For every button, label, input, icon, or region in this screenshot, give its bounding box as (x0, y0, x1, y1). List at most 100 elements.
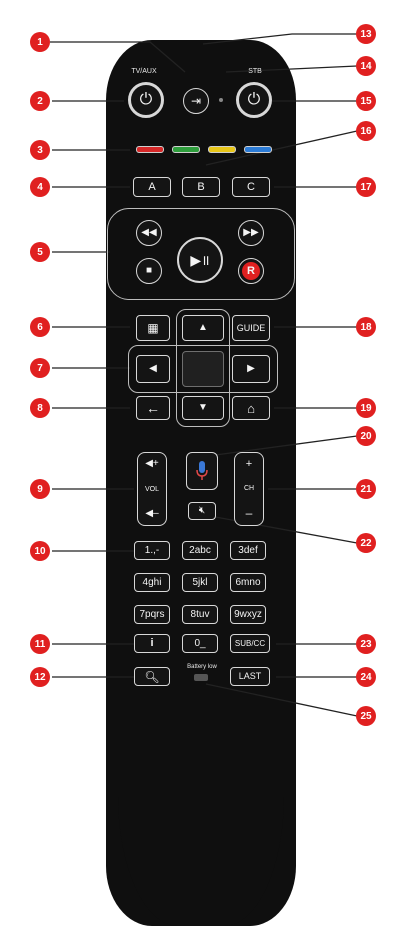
callout-16: 16 (356, 121, 376, 141)
menu-button[interactable]: ▦ (136, 315, 170, 341)
callout-10: 10 (30, 541, 50, 561)
numpad-key-2[interactable]: 2abc (182, 541, 218, 560)
red-button[interactable] (136, 146, 164, 153)
callout-7: 7 (30, 358, 50, 378)
power-icon: ⏻ (247, 91, 261, 108)
c-button[interactable]: C (232, 177, 270, 197)
home-icon: ⌂ (247, 400, 255, 416)
callout-21: 21 (356, 479, 376, 499)
numpad-key-3[interactable]: 3def (230, 541, 266, 560)
callout-3: 3 (30, 140, 50, 160)
callout-6: 6 (30, 317, 50, 337)
numpad-key-4[interactable]: 4ghi (134, 573, 170, 592)
record-icon: R (242, 262, 260, 280)
dpad-horizontal-ring (128, 345, 278, 393)
numpad-key-8[interactable]: 8tuv (182, 605, 218, 624)
stb-label: STB (248, 68, 262, 75)
fast-forward-icon: ▶▶ (243, 227, 259, 238)
power-icon: ⏻ (139, 91, 153, 108)
input-button[interactable]: ⇥ (183, 88, 209, 114)
play-pause-icon: ▶॥ (190, 252, 210, 268)
mute-button[interactable]: 🔇︎ (188, 502, 216, 520)
yellow-button[interactable] (208, 146, 236, 153)
left-button[interactable]: ◀ (136, 355, 170, 383)
stb-power-button[interactable]: ⏻ (236, 82, 272, 118)
last-button[interactable]: LAST (230, 667, 270, 686)
callout-19: 19 (356, 398, 376, 418)
callout-11: 11 (30, 634, 50, 654)
search-button[interactable]: 🔍︎ (134, 667, 170, 686)
indicator-led (219, 98, 223, 102)
info-button[interactable]: i (134, 634, 170, 653)
fast-forward-button[interactable]: ▶▶ (238, 220, 264, 246)
callout-9: 9 (30, 479, 50, 499)
back-arrow-icon: ← (146, 400, 160, 416)
voice-button[interactable] (186, 452, 218, 490)
home-button[interactable]: ⌂ (232, 396, 270, 420)
stop-icon: ■ (145, 265, 153, 276)
rewind-icon: ◀◀ (141, 227, 157, 238)
subtitle-cc-button[interactable]: SUB/CC (230, 634, 270, 653)
callout-5: 5 (30, 242, 50, 262)
channel-up-icon: + (245, 458, 253, 470)
callout-4: 4 (30, 177, 50, 197)
vol-label: VOL (144, 485, 159, 493)
callout-23: 23 (356, 634, 376, 654)
mute-icon: 🔇︎ (198, 505, 206, 516)
callout-2: 2 (30, 91, 50, 111)
callout-15: 15 (356, 91, 376, 111)
callout-20: 20 (356, 426, 376, 446)
up-button[interactable]: ▲ (182, 315, 224, 341)
numpad-key-9[interactable]: 9wxyz (230, 605, 266, 624)
numpad-key-6[interactable]: 6mno (230, 573, 266, 592)
play-pause-button[interactable]: ▶॥ (177, 237, 223, 283)
numpad-key-5[interactable]: 5jkl (182, 573, 218, 592)
numpad-key-7[interactable]: 7pqrs (134, 605, 170, 624)
record-button[interactable]: R (238, 258, 264, 284)
channel-down-icon: – (245, 506, 253, 520)
green-button[interactable] (172, 146, 200, 153)
arrow-left-icon: ◀ (149, 363, 157, 374)
ch-label: CH (243, 485, 255, 492)
rewind-button[interactable]: ◀◀ (136, 220, 162, 246)
grid-icon: ▦ (147, 321, 159, 335)
volume-up-icon: ◀+ (145, 458, 159, 469)
transport-cluster (107, 208, 295, 300)
callout-24: 24 (356, 667, 376, 687)
right-button[interactable]: ▶ (232, 355, 270, 383)
search-icon: 🔍︎ (144, 669, 160, 684)
tv-aux-power-button[interactable]: ⏻ (128, 82, 164, 118)
battery-indicator (194, 674, 208, 681)
dpad-vertical-ring (176, 309, 230, 427)
volume-down-icon: ◀– (145, 508, 159, 519)
callout-14: 14 (356, 56, 376, 76)
battery-low-label: Battery low (187, 664, 217, 670)
ok-button[interactable] (182, 351, 224, 387)
callout-8: 8 (30, 398, 50, 418)
channel-rocker[interactable]: + CH – (234, 452, 264, 526)
blue-button[interactable] (244, 146, 272, 153)
b-button[interactable]: B (182, 177, 220, 197)
back-button[interactable]: ← (136, 396, 170, 420)
callout-25: 25 (356, 706, 376, 726)
down-button[interactable]: ▼ (182, 396, 224, 420)
volume-rocker[interactable]: ◀+ VOL ◀– (137, 452, 167, 526)
callout-17: 17 (356, 177, 376, 197)
guide-button[interactable]: GUIDE (232, 315, 270, 341)
numpad-key-1[interactable]: 1.,- (134, 541, 170, 560)
input-source-icon: ⇥ (190, 94, 202, 108)
callout-18: 18 (356, 317, 376, 337)
arrow-up-icon: ▲ (198, 322, 208, 333)
callout-12: 12 (30, 667, 50, 687)
callout-1: 1 (30, 32, 50, 52)
microphone-icon (196, 461, 208, 480)
callout-13: 13 (356, 24, 376, 44)
arrow-right-icon: ▶ (247, 363, 255, 374)
a-button[interactable]: A (133, 177, 171, 197)
stop-button[interactable]: ■ (136, 258, 162, 284)
callout-22: 22 (356, 533, 376, 553)
tv-aux-label: TV/AUX (131, 68, 157, 75)
numpad-key-0[interactable]: 0_ (182, 634, 218, 653)
arrow-down-icon: ▼ (198, 402, 208, 413)
